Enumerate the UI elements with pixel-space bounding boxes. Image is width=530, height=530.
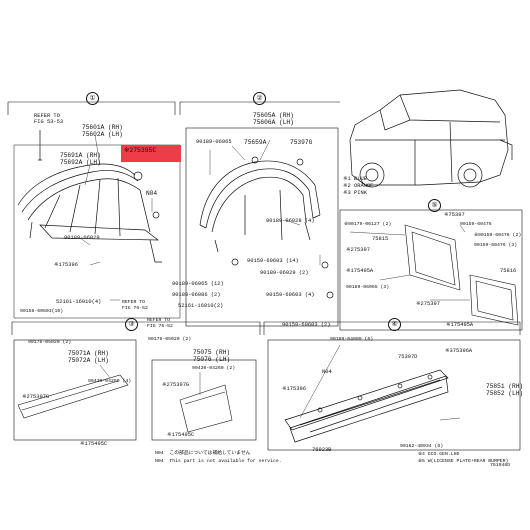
label-90162-40034[interactable]: 90162-40034 (6) xyxy=(400,444,444,449)
label-175495a[interactable]: ※175495A xyxy=(346,268,374,274)
label-n04-b: N04 xyxy=(322,369,332,375)
label-75397-right[interactable]: ※75397 xyxy=(444,212,465,218)
note-color-pink: ※3 PINK xyxy=(343,190,367,196)
note-4gco: ※4 GCO.GEN.LHD xyxy=(418,452,460,457)
label-90158-60603[interactable]: 90158-60603(10) xyxy=(20,309,64,314)
section-marker-1: ① xyxy=(86,92,99,105)
label-90189-04009[interactable]: 90189-04009 (6) xyxy=(330,337,374,342)
label-175495a-b[interactable]: ※175495A xyxy=(446,322,474,328)
label-75815[interactable]: 75815 xyxy=(372,236,389,242)
note-color-orange: ※2 ORANGE xyxy=(343,183,374,189)
figure-id: 751946D xyxy=(490,463,511,468)
section-3b-frame xyxy=(151,359,257,441)
section-marker-4: ④ xyxy=(388,318,401,331)
section-marker-5: ⑤ xyxy=(428,199,441,212)
note-n04-en: N04 This part is not available for servi… xyxy=(155,459,282,464)
note-n04-jp: N04 この部品については補給していません xyxy=(155,451,251,456)
highlighted-part-label: ※275395C xyxy=(124,147,157,154)
leader-lines xyxy=(79,134,470,421)
label-275397-b[interactable]: ※275397 xyxy=(416,301,440,307)
label-275397g-b[interactable]: ※275397G xyxy=(162,382,190,388)
section-2-frame xyxy=(185,127,339,327)
label-75691a[interactable]: 75691A (RH) 75692A (LH) xyxy=(60,152,101,166)
label-90159-60476-3[interactable]: 90159-60476 (3) xyxy=(474,243,518,248)
label-275397-a[interactable]: ※275397 xyxy=(346,247,370,253)
label-75659a[interactable]: 75659A xyxy=(244,139,267,146)
label-75851[interactable]: 75851 (RH) 75852 (LH) xyxy=(486,383,524,397)
label-90159-60603-2[interactable]: 90159-60603 (2) xyxy=(282,322,331,328)
label-52161-16010[interactable]: 52161-16010(4) xyxy=(56,299,102,305)
label-76923b[interactable]: 76923B xyxy=(312,447,332,453)
label-90430-04260-2[interactable]: 90430-04260 (2) xyxy=(192,366,236,371)
label-75816[interactable]: 75816 xyxy=(500,268,517,274)
section-marker-3: ③ xyxy=(125,318,138,331)
label-75397g[interactable]: 75397G xyxy=(290,139,313,146)
refer-fig-76-52-b[interactable]: REFER TO FIG 76-52 xyxy=(147,318,173,329)
section-3a-frame xyxy=(13,339,137,441)
license-plate-bracket-drawing xyxy=(404,224,519,326)
front-fender-flare-drawing xyxy=(17,130,162,263)
highlighted-part-275395c[interactable]: ※275395C xyxy=(121,145,181,162)
label-90159-60476[interactable]: 90159-60476 xyxy=(460,222,492,227)
refer-fig-76-52-a[interactable]: REFER TO FIG 76-52 xyxy=(122,300,148,311)
side-step-drawing xyxy=(284,369,449,443)
label-n04-a: N04 xyxy=(146,190,158,197)
label-175396-b[interactable]: ※175396 xyxy=(282,386,306,392)
label-175495c-b[interactable]: ※175495C xyxy=(167,432,195,438)
refer-fig-53-53[interactable]: REFER TO FIG 53-53 xyxy=(34,113,64,125)
label-275397g[interactable]: ※275397G xyxy=(22,394,50,400)
label-75605a[interactable]: 75605A (RH) 75606A (LH) xyxy=(253,112,294,126)
label-90159-60603-4[interactable]: 90159-60603 (4) xyxy=(266,292,315,298)
label-90176-05020-a[interactable]: 90176-05020 (2) xyxy=(28,340,72,345)
label-90176-05020-b[interactable]: 90176-05020 (2) xyxy=(148,337,192,342)
label-90189-06028[interactable]: 90189-06028 (4) xyxy=(266,218,315,224)
label-90189-06065[interactable]: 90189-06065 xyxy=(196,139,232,145)
label-75071a[interactable]: 75071A (RH) 75072A (LH) xyxy=(68,350,109,364)
note-color-blue: ※1 BLUE xyxy=(343,176,367,182)
section-marker-2: ② xyxy=(253,92,266,105)
label-90159-60476-2[interactable]: ※90159-60476 (2) xyxy=(474,233,522,238)
label-90430-04260-4[interactable]: 90430-04260 (4) xyxy=(88,379,132,384)
label-52161-16010-2[interactable]: 52161-16010(2) xyxy=(178,303,224,309)
label-75075[interactable]: 75075 (RH) 75076 (LH) xyxy=(193,349,231,363)
label-175396[interactable]: ※175396 xyxy=(54,262,78,268)
section-4-frame xyxy=(267,339,521,451)
label-75601a[interactable]: 75601A (RH) 75602A (LH) xyxy=(82,124,123,138)
section-2-bracket xyxy=(179,101,340,115)
label-90189-06065-3[interactable]: 90189-06065 (3) xyxy=(346,285,390,290)
rocker-mudguard-drawing xyxy=(17,374,233,433)
label-90179-06127[interactable]: ※90179-06127 (2) xyxy=(344,222,392,227)
label-90189-06029-2[interactable]: 90189-06029 (2) xyxy=(260,270,309,276)
vehicle-sketch xyxy=(349,89,513,188)
label-375396a[interactable]: ※375396A xyxy=(445,348,473,354)
note-5w: ※5 W(LICENSE PLATE+REAR BUMPER) xyxy=(418,459,509,464)
label-90189-06065-12[interactable]: 90189-06065 (12) xyxy=(172,281,224,287)
label-90159-60603-14[interactable]: 90159-60603 (14) xyxy=(247,258,299,264)
label-75397d[interactable]: 75397D xyxy=(398,354,418,360)
label-90189-06086[interactable]: 90189-06086 (2) xyxy=(172,292,221,298)
label-175495c[interactable]: ※175495C xyxy=(80,441,108,447)
label-90189-06029[interactable]: 90189-06029 xyxy=(64,235,100,241)
rear-fender-flare-drawing xyxy=(199,156,334,299)
